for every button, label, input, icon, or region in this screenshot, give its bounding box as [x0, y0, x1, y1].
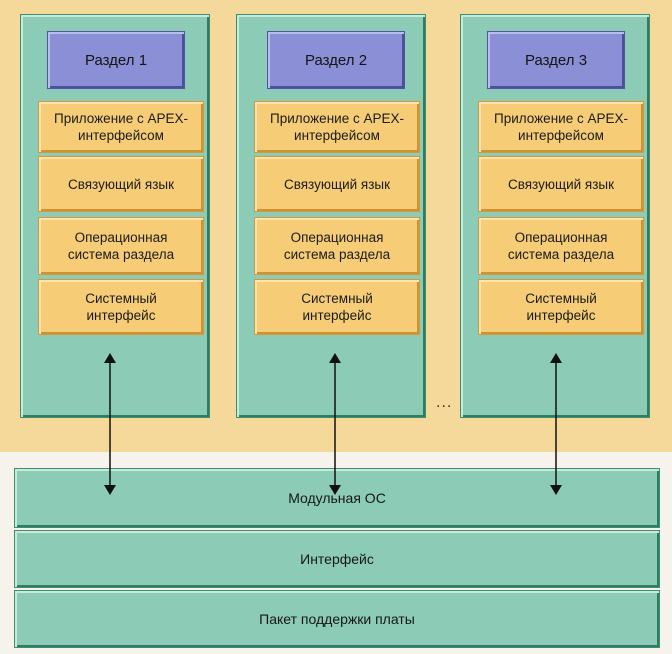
partition-2-binding-language: Связующий язык: [254, 156, 420, 212]
more-partitions-ellipsis: ...: [436, 394, 453, 411]
partition-1: Раздел 1 Приложение с APEX-интерфейсом С…: [20, 14, 210, 418]
partition-2: Раздел 2 Приложение с APEX-интерфейсом С…: [236, 14, 426, 418]
partition-2-title: Раздел 2: [267, 31, 405, 89]
partition-3-apex-app: Приложение с APEX-интерфейсом: [478, 101, 644, 153]
partition-3-title: Раздел 3: [487, 31, 625, 89]
partition-3-binding-language: Связующий язык: [478, 156, 644, 212]
partition-3: Раздел 3 Приложение с APEX-интерфейсом С…: [460, 14, 650, 418]
partition-1-title: Раздел 1: [47, 31, 185, 89]
partition-1-binding-language: Связующий язык: [38, 156, 204, 212]
interface-layer: Интерфейс: [14, 530, 660, 588]
partition-2-apex-app: Приложение с APEX-интерфейсом: [254, 101, 420, 153]
partition-1-apex-app: Приложение с APEX-интерфейсом: [38, 101, 204, 153]
board-support-package-layer: Пакет поддержки платы: [14, 590, 660, 648]
